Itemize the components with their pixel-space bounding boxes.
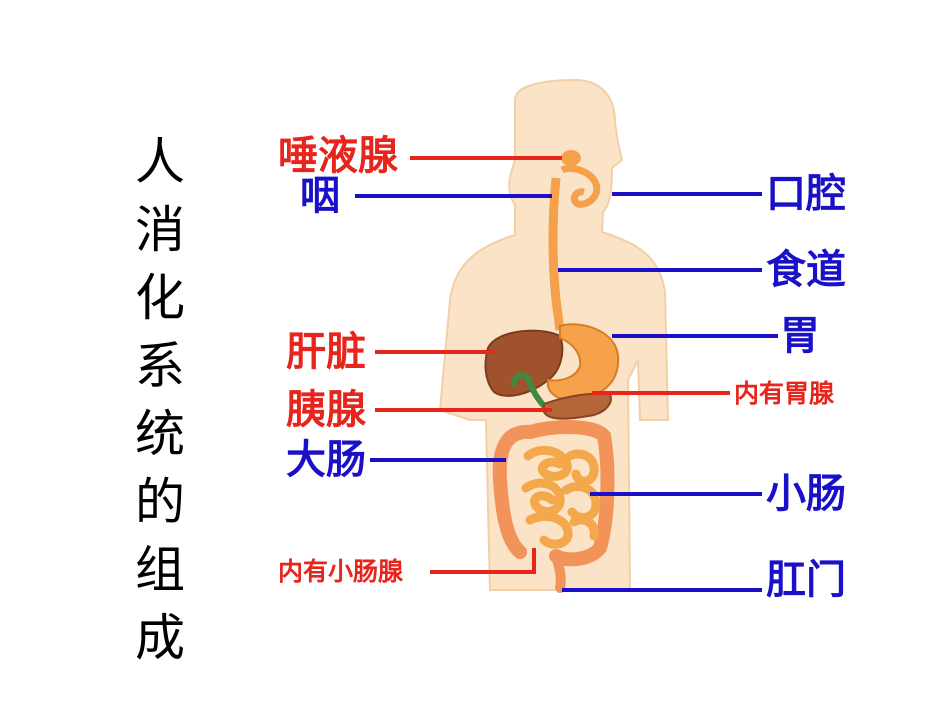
vertical-title: 人 消 化 系 统 的 组 成 — [128, 128, 192, 672]
label-gastric-gland: 内有胃腺 — [734, 379, 835, 408]
title-char: 组 — [135, 541, 185, 599]
salivary-gland — [561, 150, 581, 166]
title-char: 统 — [135, 405, 185, 463]
label-esophagus: 食道 — [766, 247, 846, 293]
large-intestine — [492, 420, 615, 567]
title-char: 成 — [135, 609, 185, 667]
leader-line-intestinal-gland — [430, 548, 536, 574]
pancreas — [543, 392, 612, 420]
small-intestine — [521, 445, 601, 549]
title-char: 的 — [135, 473, 185, 531]
esophagus — [548, 177, 565, 331]
gallbladder — [510, 372, 549, 411]
label-small-intestine: 小肠 — [766, 471, 846, 517]
label-intestinal-gland: 内有小肠腺 — [278, 557, 404, 586]
label-pancreas: 胰腺 — [286, 387, 366, 433]
label-stomach: 胃 — [780, 313, 820, 359]
title-char: 消 — [135, 201, 185, 259]
rectum — [551, 551, 566, 593]
label-pharynx: 咽 — [300, 173, 340, 219]
label-liver: 肝脏 — [286, 329, 366, 375]
label-anus: 肛门 — [766, 557, 846, 603]
label-large-intestine: 大肠 — [286, 437, 366, 483]
oral-cavity — [560, 164, 601, 208]
title-char: 人 — [135, 133, 185, 191]
title-char: 化 — [135, 269, 185, 327]
label-salivary-gland: 唾液腺 — [278, 133, 398, 179]
stomach — [546, 323, 620, 402]
label-oral-cavity: 口腔 — [766, 171, 846, 217]
title-char: 系 — [135, 337, 185, 395]
